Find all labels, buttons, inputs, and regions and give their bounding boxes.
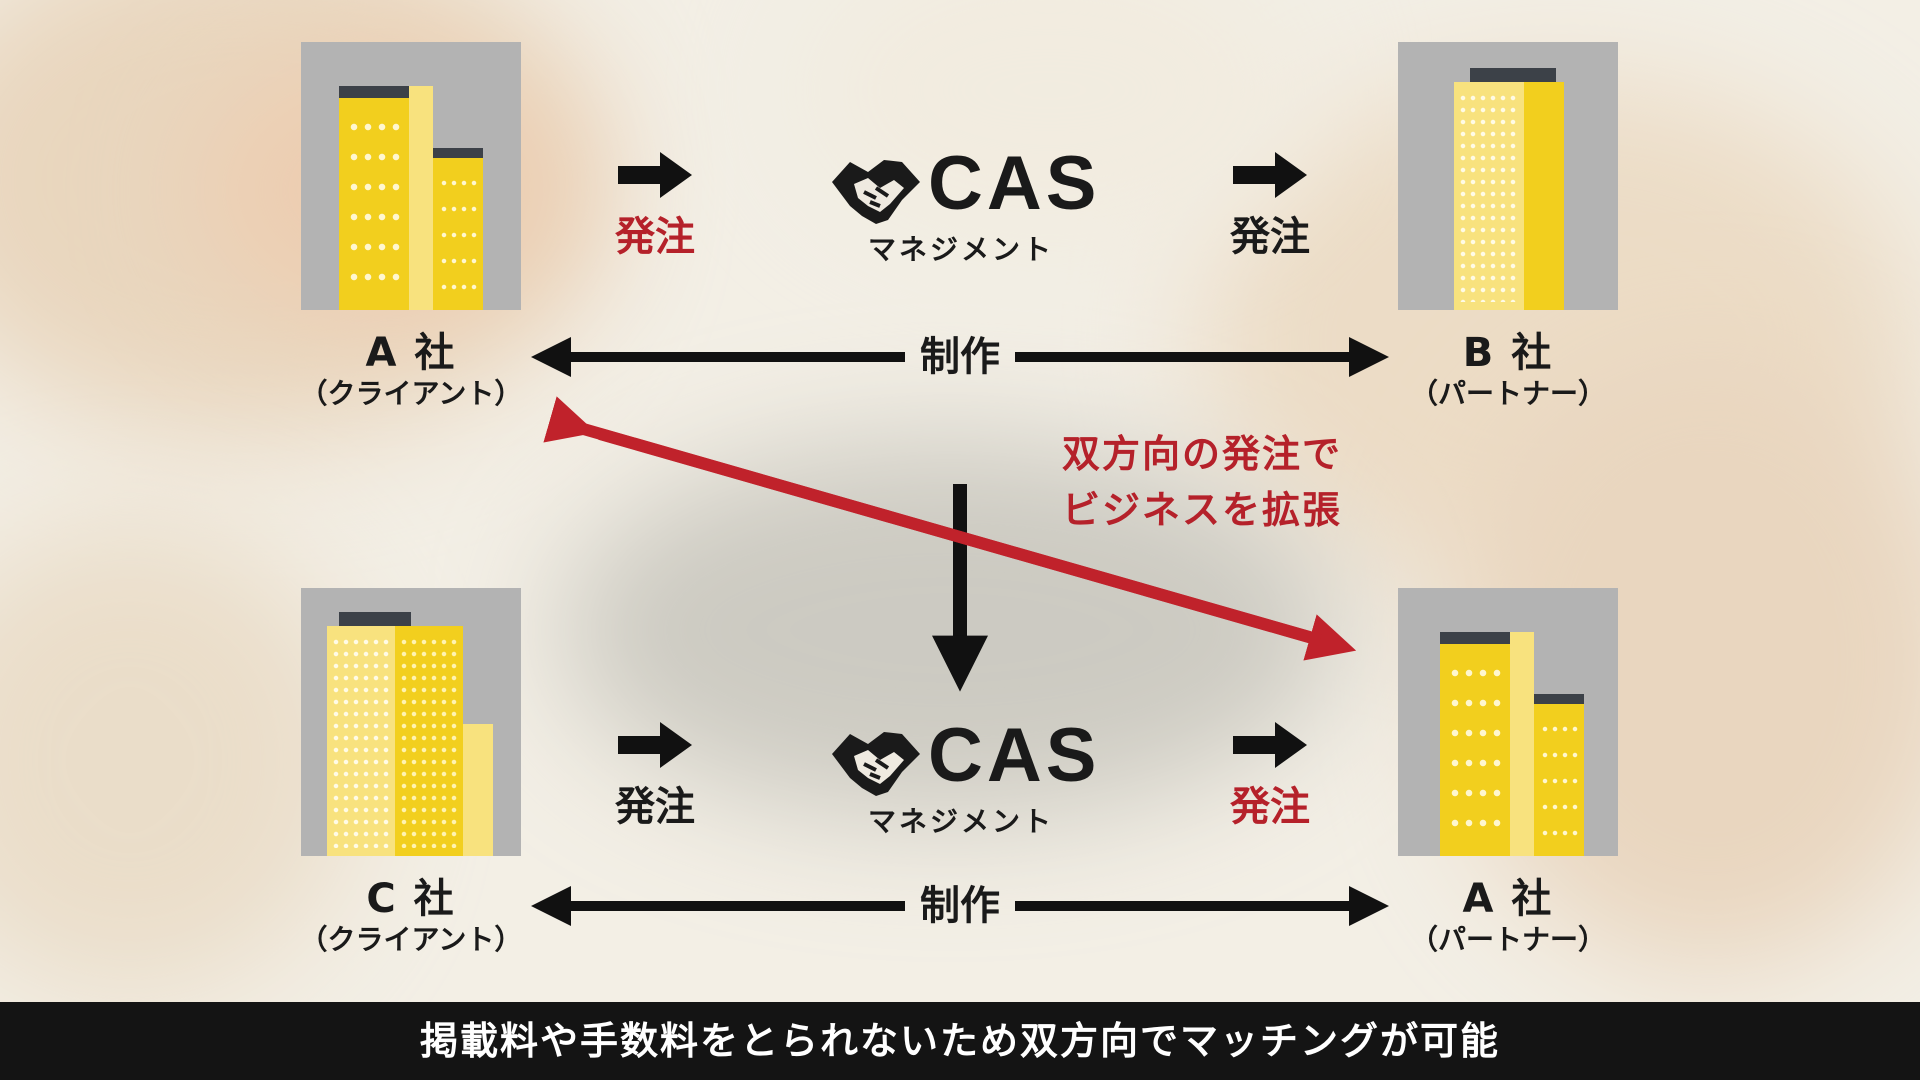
company-c-client: C 社 （クライアント） [261,876,561,958]
cas-subtitle: マネジメント [868,805,1055,838]
order-label: 発注 [1230,214,1310,260]
note-line-2: ビジネスを拡張 [1062,488,1343,532]
company-role: （パートナー） [1409,923,1606,956]
company-role: （パートナー） [1409,377,1606,410]
order-label: 発注 [615,214,695,260]
handshake-icon [832,732,920,796]
cas-brand: CAS [928,141,1101,226]
cas-management-logo: CAS マネジメント [828,713,1118,850]
order-arrow-top-left: 発注 [585,152,725,262]
footer-caption: 掲載料や手数料をとられないため双方向でマッチングが可能 [0,1002,1920,1080]
right-arrow-icon [618,152,692,198]
order-arrow-top-right: 発注 [1200,152,1340,262]
handshake-icon [832,160,920,224]
production-label: 制作 [920,334,1000,380]
company-name: A 社 [1462,876,1554,922]
company-a-client: A 社 （クライアント） [261,330,561,412]
bidirectional-note: 双方向の発注で ビジネスを拡張 [1062,426,1392,538]
cas-subtitle: マネジメント [868,233,1055,266]
cas-management-logo: CAS マネジメント [828,141,1118,278]
right-arrow-icon [618,722,692,768]
company-name: C 社 [366,876,456,922]
partner-building-icon [1398,42,1618,310]
client-building-icon [301,42,521,310]
company-name: A 社 [365,330,457,376]
right-arrow-icon [1233,722,1307,768]
company-role: （クライアント） [299,377,523,410]
company-a-partner: A 社 （パートナー） [1358,876,1658,958]
client-building-icon [301,588,521,856]
order-label: 発注 [1230,784,1310,830]
production-label: 制作 [920,883,1000,929]
cas-brand: CAS [928,713,1101,798]
order-arrow-bottom-left: 発注 [585,722,725,832]
company-role: （クライアント） [299,923,523,956]
partner-building-icon [1398,588,1618,856]
order-label: 発注 [615,784,695,830]
company-b-partner: B 社 （パートナー） [1358,330,1658,412]
note-line-1: 双方向の発注で [1062,432,1343,476]
order-arrow-bottom-right: 発注 [1200,722,1340,832]
right-arrow-icon [1233,152,1307,198]
company-name: B 社 [1462,330,1554,376]
